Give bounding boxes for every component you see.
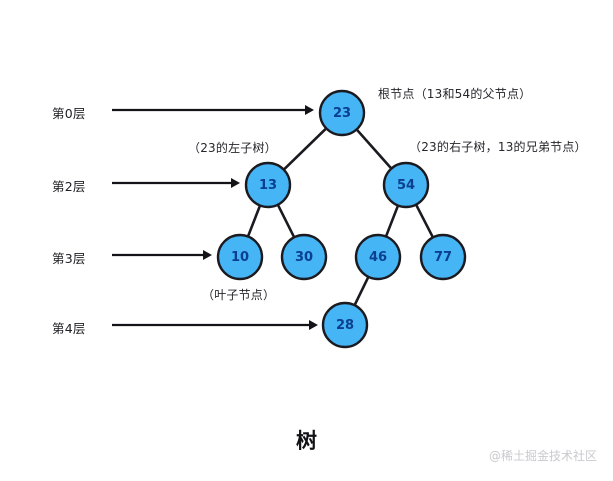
node-value-label: 10	[231, 250, 249, 265]
layer-pointer-arrow	[112, 320, 318, 330]
node-value-label: 28	[336, 318, 354, 333]
node-circle	[419, 233, 467, 281]
node-circle	[321, 301, 369, 349]
tree-node[interactable]: 10	[216, 233, 264, 281]
tree-edge	[354, 127, 394, 171]
layer-label-level0: 第0层	[52, 106, 86, 121]
node-circle	[354, 233, 402, 281]
pointer-arrowhead	[305, 105, 314, 115]
node-value-label: 46	[369, 250, 387, 265]
figure-title: 树	[296, 429, 317, 453]
layer-pointers-group	[112, 105, 318, 330]
node-value-label: 23	[333, 106, 351, 121]
layer-label-level3: 第3层	[52, 251, 86, 266]
node-value-label: 13	[259, 178, 277, 193]
layer-pointer-arrow	[112, 178, 240, 188]
tree-edge	[276, 202, 296, 240]
tree-edge	[281, 126, 329, 172]
annotation-right-subtree-note: （23的右子树，13的兄弟节点）	[409, 140, 587, 154]
node-circle	[244, 161, 292, 209]
node-circle	[318, 89, 366, 137]
tree-node[interactable]: 30	[280, 233, 328, 281]
pointer-arrowhead	[309, 320, 318, 330]
annotation-left-subtree-note: （23的左子树）	[188, 141, 277, 155]
layer-label-level4: 第4层	[52, 321, 86, 336]
tree-node[interactable]: 23	[318, 89, 366, 137]
layer-pointer-arrow	[112, 105, 314, 115]
pointer-arrowhead	[231, 178, 240, 188]
tree-nodes-group: 23 13 54 10 30 46 77 28	[216, 89, 467, 349]
tree-node[interactable]: 28	[321, 301, 369, 349]
tree-edges-group	[246, 126, 435, 308]
tree-node[interactable]: 46	[354, 233, 402, 281]
layer-label-level2: 第2层	[52, 179, 86, 194]
node-value-label: 77	[434, 250, 452, 265]
tree-node[interactable]: 54	[382, 161, 430, 209]
tree-edge	[384, 203, 400, 239]
annotation-root-note: 根节点（13和54的父节点）	[378, 87, 532, 101]
tree-node[interactable]: 77	[419, 233, 467, 281]
node-circle	[280, 233, 328, 281]
tree-edge	[352, 274, 371, 308]
tree-edge	[246, 203, 262, 239]
tree-edge	[414, 202, 435, 240]
tree-node[interactable]: 13	[244, 161, 292, 209]
pointer-arrowhead	[203, 250, 212, 260]
node-value-label: 54	[397, 178, 415, 193]
annotation-leaf-note: （叶子节点）	[202, 288, 276, 302]
node-value-label: 30	[295, 250, 313, 265]
layer-pointer-arrow	[112, 250, 212, 260]
node-circle	[216, 233, 264, 281]
node-circle	[382, 161, 430, 209]
watermark: @稀土掘金技术社区	[488, 449, 597, 463]
